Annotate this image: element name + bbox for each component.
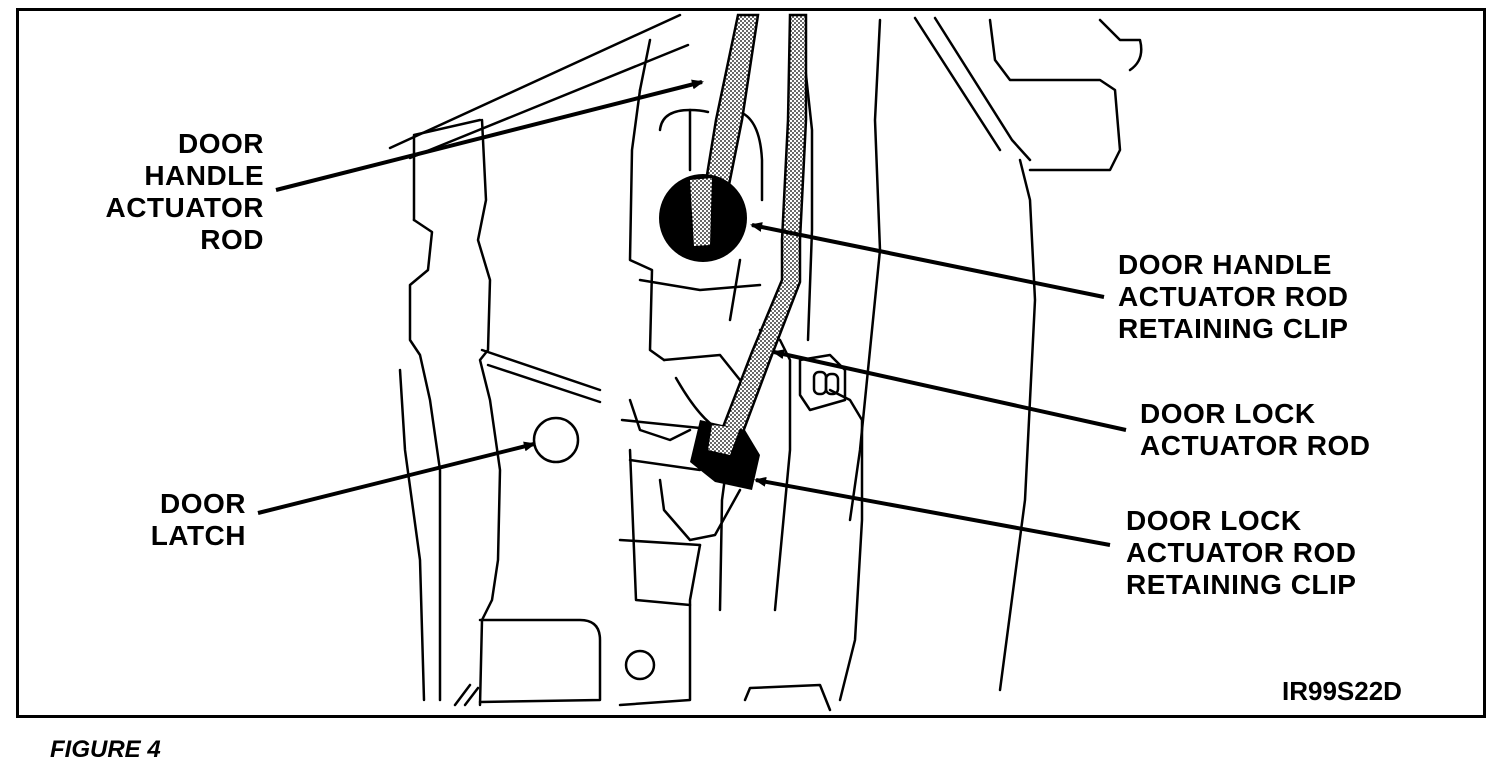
label-line: RETAINING CLIP — [1118, 313, 1349, 344]
label-line: DOOR LOCK — [1126, 505, 1302, 536]
label-line: HANDLE — [144, 160, 264, 191]
figure-code: IR99S22D — [1282, 676, 1402, 706]
figure-caption: FIGURE 4 — [50, 736, 161, 763]
leader-lock-rod-retaining-clip — [754, 476, 1111, 547]
label-line: DOOR HANDLE — [1118, 249, 1332, 280]
door-handle-actuator-rod-retaining-clip — [659, 174, 747, 262]
label-line: DOOR — [160, 488, 246, 519]
callout-leaders — [257, 79, 1127, 547]
leader-door-handle-actuator-rod — [275, 79, 704, 192]
label-line: ACTUATOR ROD — [1126, 537, 1357, 568]
label-line: RETAINING CLIP — [1126, 569, 1357, 600]
leader-handle-rod-retaining-clip — [750, 222, 1105, 299]
leader-door-latch — [257, 441, 536, 515]
label-line: ACTUATOR ROD — [1140, 430, 1371, 461]
label-line: LATCH — [150, 520, 246, 551]
leader-door-lock-actuator-rod — [772, 349, 1127, 432]
label-door-lock-actuator-rod-retaining-clip: DOOR LOCK ACTUATOR ROD RETAINING CLIP — [1126, 505, 1357, 601]
label-door-lock-actuator-rod: DOOR LOCK ACTUATOR ROD — [1140, 398, 1371, 462]
label-door-handle-actuator-rod-retaining-clip: DOOR HANDLE ACTUATOR ROD RETAINING CLIP — [1118, 249, 1349, 345]
door-lock-actuator-rod-retaining-clip — [690, 420, 760, 490]
label-line: ROD — [200, 224, 264, 255]
label-door-latch: DOOR LATCH — [100, 488, 246, 552]
label-line: DOOR LOCK — [1140, 398, 1316, 429]
figure-frame — [16, 8, 1486, 718]
label-line: ACTUATOR — [105, 192, 264, 223]
label-line: DOOR — [178, 128, 264, 159]
label-door-handle-actuator-rod: DOOR HANDLE ACTUATOR ROD — [100, 128, 264, 256]
label-line: ACTUATOR ROD — [1118, 281, 1349, 312]
